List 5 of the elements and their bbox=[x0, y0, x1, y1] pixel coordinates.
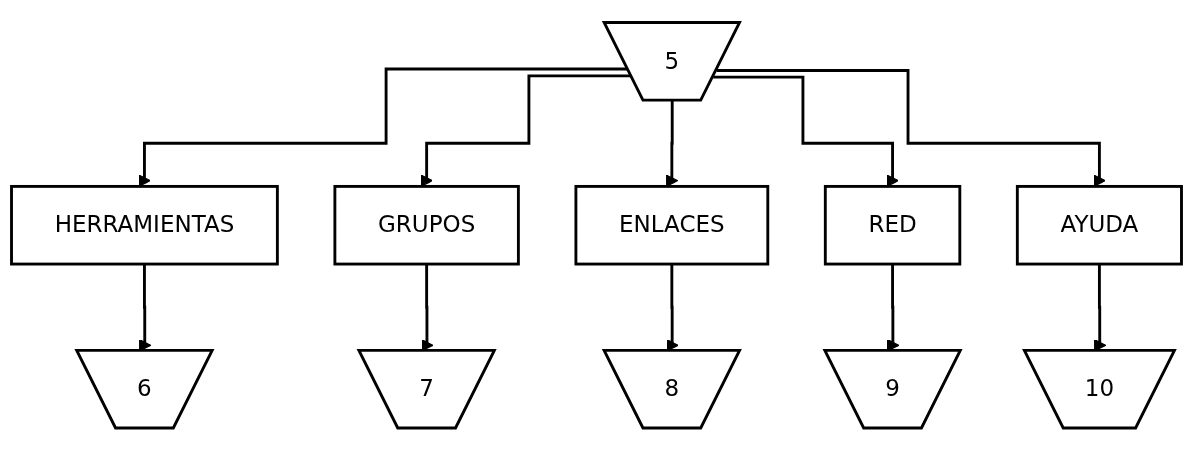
node-box: RED bbox=[823, 185, 962, 266]
node-box: HERRAMIENTAS bbox=[10, 185, 279, 266]
node-box: AYUDA bbox=[1015, 185, 1183, 266]
node-box: GRUPOS bbox=[333, 185, 520, 266]
node-box: ENLACES bbox=[574, 185, 770, 266]
